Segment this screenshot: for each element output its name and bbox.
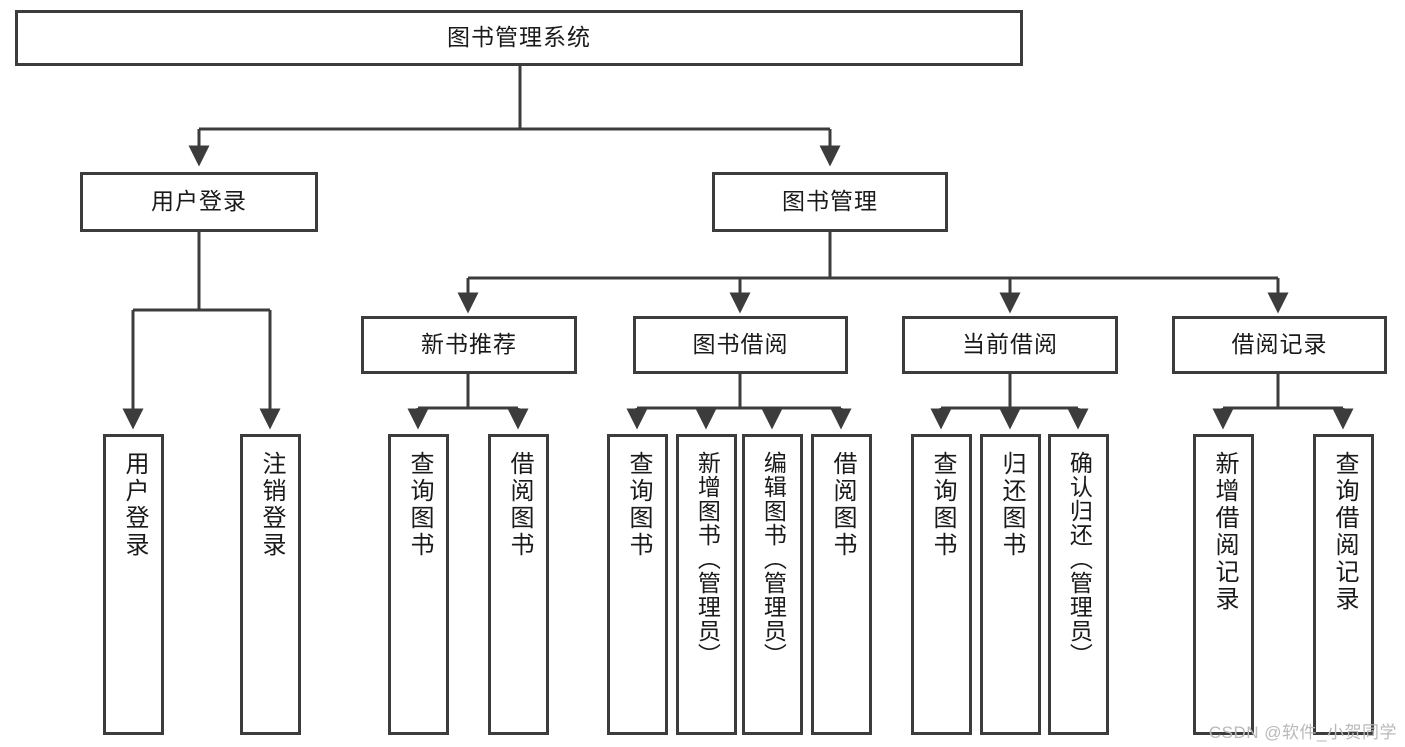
leaf-record-query[interactable]: 查询借阅记录 <box>1313 434 1374 735</box>
node-current-borrow-label: 当前借阅 <box>962 331 1058 358</box>
node-book-borrow-label: 图书借阅 <box>692 331 789 358</box>
node-root-label: 图书管理系统 <box>447 24 591 51</box>
leaf-current-query[interactable]: 查询图书 <box>911 434 972 735</box>
node-borrow-record-label: 借阅记录 <box>1231 331 1328 358</box>
node-new-book-recommend[interactable]: 新书推荐 <box>361 316 577 374</box>
leaf-borrow-add-book-label: 新增图书（管理员） <box>694 451 721 667</box>
leaf-borrow-borrow-book[interactable]: 借阅图书 <box>811 434 872 735</box>
leaf-new-book-borrow[interactable]: 借阅图书 <box>488 434 549 735</box>
node-book-management-label: 图书管理 <box>782 188 878 215</box>
leaf-borrow-add-book[interactable]: 新增图书（管理员） <box>676 434 737 735</box>
leaf-new-book-borrow-label: 借阅图书 <box>505 451 533 559</box>
leaf-borrow-query[interactable]: 查询图书 <box>607 434 668 735</box>
leaf-new-book-query-label: 查询图书 <box>405 451 433 559</box>
leaf-record-add-label: 新增借阅记录 <box>1210 451 1238 613</box>
leaf-borrow-edit-book-label: 编辑图书（管理员） <box>760 451 787 667</box>
leaf-current-return-label: 归还图书 <box>997 451 1025 559</box>
node-root[interactable]: 图书管理系统 <box>15 10 1023 66</box>
leaf-current-confirm-return-label: 确认归还（管理员） <box>1066 451 1093 667</box>
leaf-user-login-signout[interactable]: 注销登录 <box>240 434 301 735</box>
node-new-book-recommend-label: 新书推荐 <box>421 331 517 358</box>
watermark-text: CSDN @软件_小贺同学 <box>1208 723 1397 742</box>
node-user-login-label: 用户登录 <box>151 188 247 215</box>
leaf-borrow-edit-book[interactable]: 编辑图书（管理员） <box>742 434 803 735</box>
leaf-current-return[interactable]: 归还图书 <box>980 434 1041 735</box>
leaf-user-login-signout-label: 注销登录 <box>257 451 285 559</box>
leaf-record-query-label: 查询借阅记录 <box>1330 451 1358 613</box>
node-book-management[interactable]: 图书管理 <box>712 172 948 232</box>
node-user-login[interactable]: 用户登录 <box>80 172 318 232</box>
leaf-new-book-query[interactable]: 查询图书 <box>388 434 449 735</box>
leaf-current-query-label: 查询图书 <box>928 451 956 559</box>
node-borrow-record[interactable]: 借阅记录 <box>1172 316 1387 374</box>
leaf-borrow-borrow-book-label: 借阅图书 <box>828 451 856 559</box>
leaf-record-add[interactable]: 新增借阅记录 <box>1193 434 1254 735</box>
leaf-current-confirm-return[interactable]: 确认归还（管理员） <box>1048 434 1109 735</box>
node-current-borrow[interactable]: 当前借阅 <box>902 316 1118 374</box>
leaf-user-login-signin-label: 用户登录 <box>120 451 148 559</box>
leaf-borrow-query-label: 查询图书 <box>624 451 652 559</box>
node-book-borrow[interactable]: 图书借阅 <box>633 316 848 374</box>
leaf-user-login-signin[interactable]: 用户登录 <box>103 434 164 735</box>
